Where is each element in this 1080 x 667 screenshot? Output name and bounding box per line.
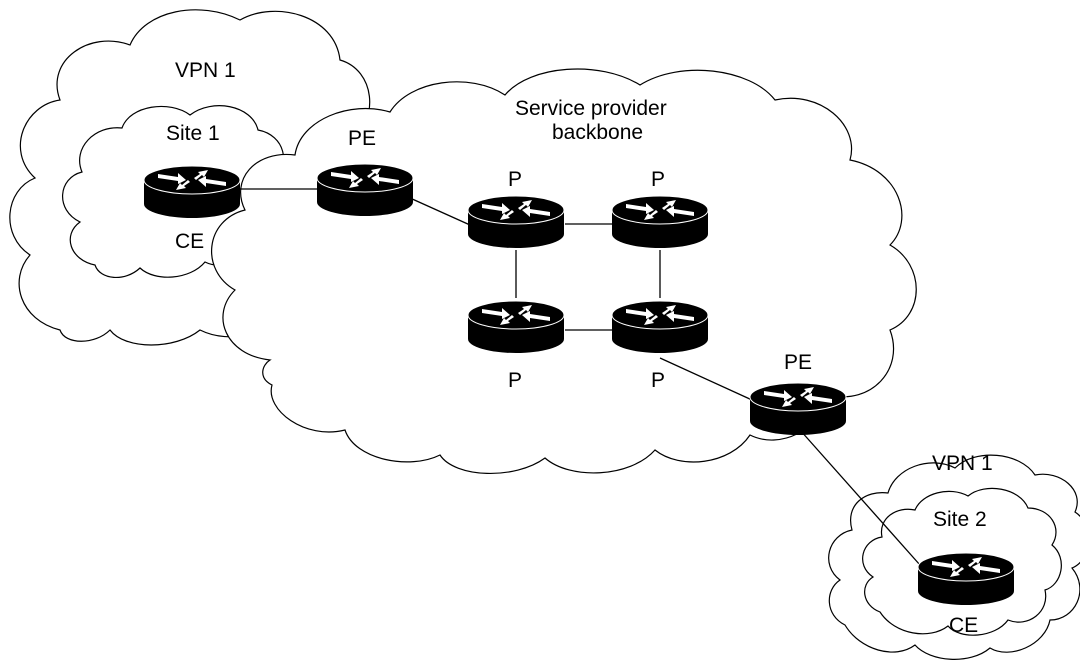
router-icon <box>749 382 847 436</box>
router-p-bottom-left[interactable] <box>467 300 565 354</box>
router-p-top-right[interactable] <box>611 195 709 249</box>
router-pe-right[interactable] <box>749 382 847 436</box>
router-icon <box>917 552 1015 606</box>
backbone-label-line1: Service provider <box>515 97 667 120</box>
link-p-bottom-right-pe-right <box>659 357 753 401</box>
site2-label: Site 2 <box>933 508 987 531</box>
router-label-p-bottom-left: P <box>508 369 522 392</box>
router-pe-left[interactable] <box>316 163 414 217</box>
router-icon <box>467 195 565 249</box>
router-label-ce-site2: CE <box>949 614 978 637</box>
router-icon <box>611 195 709 249</box>
router-label-pe-right: PE <box>784 351 812 374</box>
router-label-ce-site1: CE <box>175 230 204 253</box>
router-ce-site2[interactable] <box>917 552 1015 606</box>
router-icon <box>611 300 709 354</box>
router-p-bottom-right[interactable] <box>611 300 709 354</box>
router-label-p-top-left: P <box>508 168 522 191</box>
router-label-p-bottom-right: P <box>651 369 665 392</box>
router-label-p-top-right: P <box>651 168 665 191</box>
router-ce-site1[interactable] <box>143 165 241 219</box>
vpn1-left-label: VPN 1 <box>175 59 236 82</box>
link-pe-left-p-top-left <box>409 197 471 226</box>
backbone-label-line2: backbone <box>552 121 643 144</box>
link-pe-right-ce2 <box>799 429 921 566</box>
vpn1-right-label: VPN 1 <box>932 452 993 475</box>
router-icon <box>316 163 414 217</box>
router-p-top-left[interactable] <box>467 195 565 249</box>
router-icon <box>467 300 565 354</box>
router-label-pe-left: PE <box>348 127 376 150</box>
router-icon <box>143 165 241 219</box>
links <box>240 188 921 566</box>
site1-label: Site 1 <box>166 122 220 145</box>
